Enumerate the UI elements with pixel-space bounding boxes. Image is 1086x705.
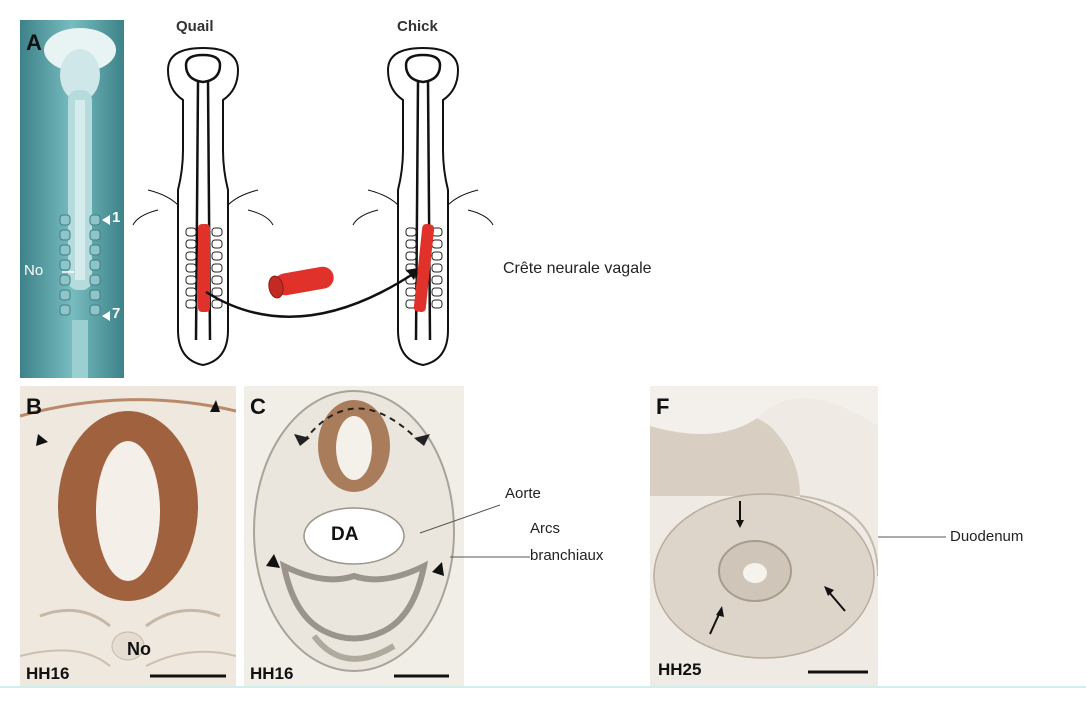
graft-transfer-arrow [205,270,417,318]
chick-label: Chick [397,18,438,35]
arrowhead-left-icon [36,434,48,446]
panel-a-marker-7: 7 [112,305,121,322]
panel-c-stage: HH16 [250,664,294,683]
panel-a-photo [20,20,124,378]
arrowhead-1-icon [102,215,110,225]
panel-c-label: C [250,394,266,419]
panel-c-section [244,386,464,686]
arcs-label-line2: branchiaux [530,547,604,564]
quail-embryo-photo [20,20,124,378]
panel-b-stage: HH16 [26,664,70,683]
arrowhead-c-left-icon [266,554,280,568]
duodenum-label: Duodenum [950,528,1024,545]
arrowhead-7-icon [102,311,110,321]
arrowhead-c-right-icon [432,562,444,576]
graft-diagram [128,10,508,375]
page-bottom-border [0,686,1086,688]
panel-a-label: A [26,30,42,55]
panel-f-stage: HH25 [658,660,702,679]
panel-c-da-label: DA [331,524,359,545]
panel-b-no-label: No [127,639,151,659]
arcs-label-line1: Arcs [530,520,560,537]
panel-f-label: F [656,394,670,419]
panel-b-section [20,386,236,686]
chick-vagal-crest-red [413,224,435,312]
panel-b-label: B [26,394,42,419]
chick-embryo-outline [352,46,494,367]
vagal-neural-crest-label: Crête neurale vagale [503,260,652,277]
quail-vagal-crest-red [198,224,210,312]
panel-a-marker-1: 1 [112,209,121,226]
panel-a-marker-no: No [24,262,44,279]
quail-embryo-outline [132,46,274,367]
aorte-label: Aorte [505,485,541,502]
panel-f-section [650,386,878,686]
graft-tube-icon [268,266,334,299]
quail-label: Quail [176,18,214,35]
arrowhead-right-icon [210,400,220,412]
